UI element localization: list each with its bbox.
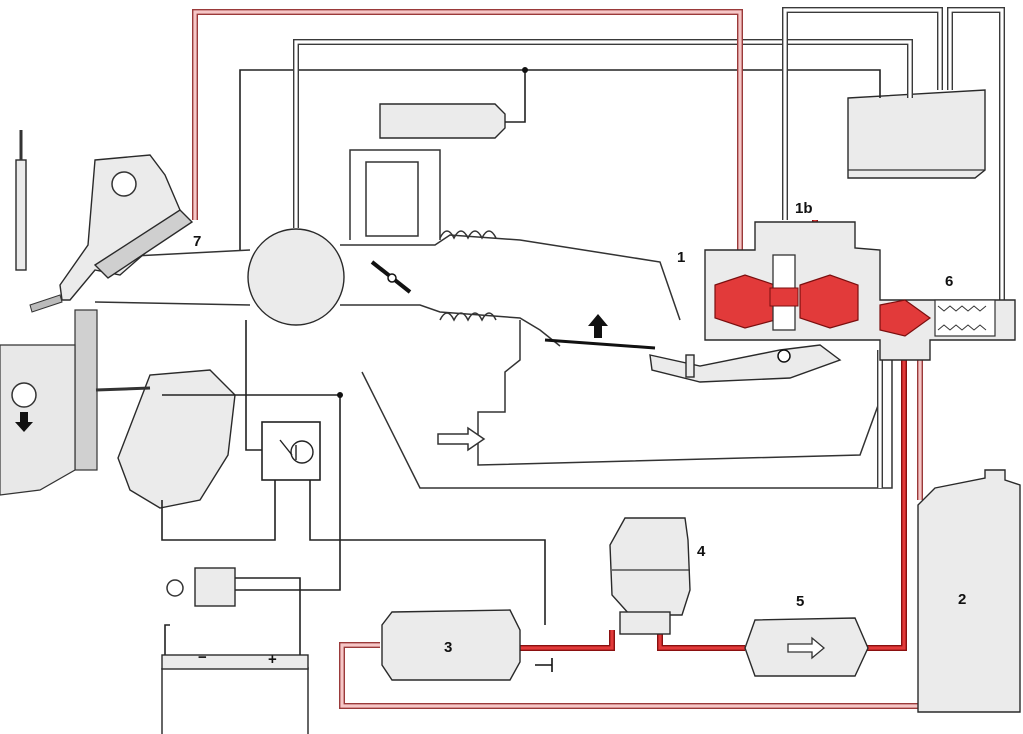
battery-minus-label: − [198,649,207,666]
warm-up-regulator [847,89,986,179]
cold-start-valve [379,103,506,139]
battery: − + [161,649,309,734]
hollow-right-arrow-icon [437,426,486,452]
auxiliary-air-device [365,161,419,237]
label-2-fuel-tank: 2 [958,591,966,608]
right-arrow-icon [787,636,826,660]
wire-to-battery-plus [235,577,301,655]
down-arrow-icon [15,412,33,432]
wire-distributor [161,480,276,541]
spark-plug [15,159,27,271]
wire-to-cold-start [505,70,526,123]
throttle-pivot [387,273,397,283]
lever-pivot [777,349,791,363]
label-1-fuel-distributor: 1 [677,249,685,266]
engine-block [0,344,76,496]
up-arrow-icon [588,314,608,338]
label-6-pressure-regulator: 6 [945,273,953,290]
control-pressure-lines [293,7,1005,488]
sensor-plate [544,338,656,350]
wire-ignition [162,394,341,591]
wire-to-pump [309,480,546,625]
fuel-tank [917,469,1021,713]
intake-plenum [247,228,345,326]
air-duct [340,234,681,347]
control-relay [261,421,321,481]
label-3-fuel-pump: 3 [444,639,452,656]
bellows-top [439,230,497,240]
engine-section [0,130,236,509]
injection-valve [93,209,194,279]
air-intake-system [94,228,893,489]
fuel-distributor [704,221,1016,361]
sensor-plate-lever [649,344,842,383]
wire-relay-in [245,320,262,451]
lever-adjust-screw [685,354,695,378]
battery-plus-label: + [268,651,277,668]
bellows-bottom [439,312,497,322]
ignition-distributor [117,369,236,509]
cold-start-assembly [349,103,506,240]
label-4-accumulator: 4 [697,543,706,560]
fuel-accumulator [609,517,691,616]
label-1b-control-plunger: 1b [795,200,813,217]
wire-to-regulator [239,69,881,250]
label-7-injection-valve: 7 [193,233,201,250]
auxiliary-air-line [361,330,893,489]
key-icon [166,579,184,597]
air-flow-meter-housing [477,320,881,466]
electric-fuel-pump [381,609,521,681]
cylinder-wall [74,309,98,471]
ignition-switch [166,567,236,607]
electrical-wiring [161,67,881,672]
label-5-fuel-filter: 5 [796,593,804,610]
wire-to-battery-minus [164,624,170,655]
pressure-regulator-spring [934,299,996,337]
cold-start-frame [349,149,441,240]
camshaft [111,171,137,197]
pressure-regulator-valve [879,299,932,337]
